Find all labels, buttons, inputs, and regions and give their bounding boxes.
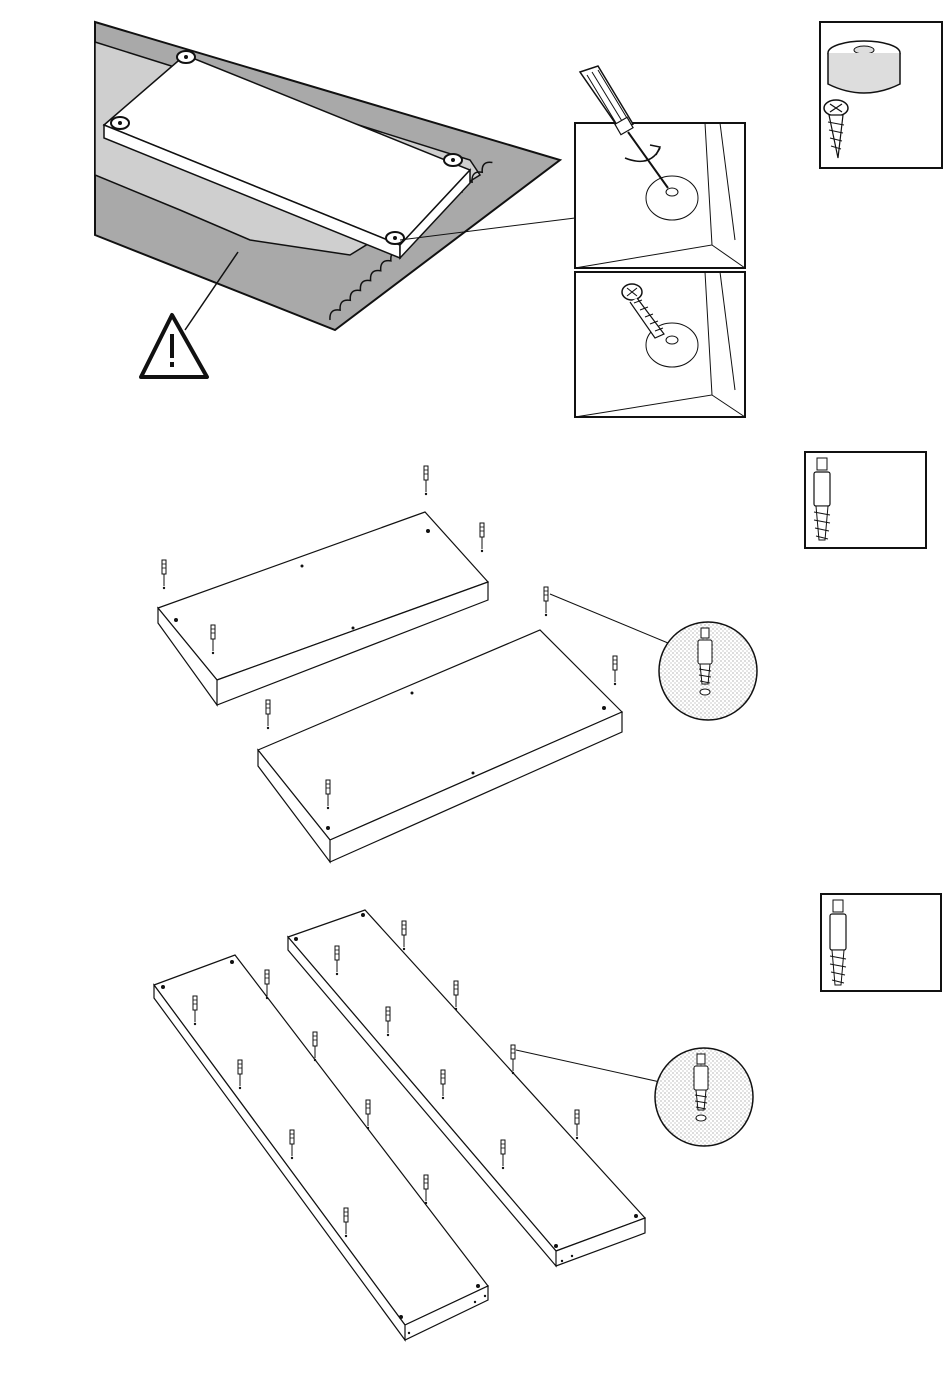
dowel-pin [613,656,617,685]
dowel-pin [366,1100,370,1129]
cam-dowel-bolt-icon [821,894,941,991]
dowel-pin [266,700,270,729]
step-1 [95,22,942,417]
screwdriver-drilling-icon [575,66,745,268]
screw-into-pad-icon [575,272,745,417]
dowel-pin [544,587,548,616]
dowel-pin [424,466,428,495]
dowel-pin [424,1175,428,1204]
dowel-pin [480,523,484,552]
step-3 [154,894,941,1340]
glide-pad [444,154,462,166]
glide-pad [386,232,404,244]
step-2 [158,452,926,862]
dowel-pin [511,1045,515,1074]
dowel-zoom-icon [659,622,757,720]
dowel-zoom-icon [655,1048,753,1146]
glide-pad [111,117,129,129]
dowel-pin [402,921,406,950]
leader-line [516,1050,660,1082]
glide-pad [177,51,195,63]
warning-triangle-icon [141,315,207,377]
cam-dowel-bolt-icon [805,452,926,548]
dowel-pin [162,560,166,589]
leader-line [550,594,668,643]
dowel-pin [575,1110,579,1139]
dowel-pin [454,981,458,1010]
furniture-glide-pad-with-screw-icon [820,22,942,168]
dowel-pin [313,1032,317,1061]
